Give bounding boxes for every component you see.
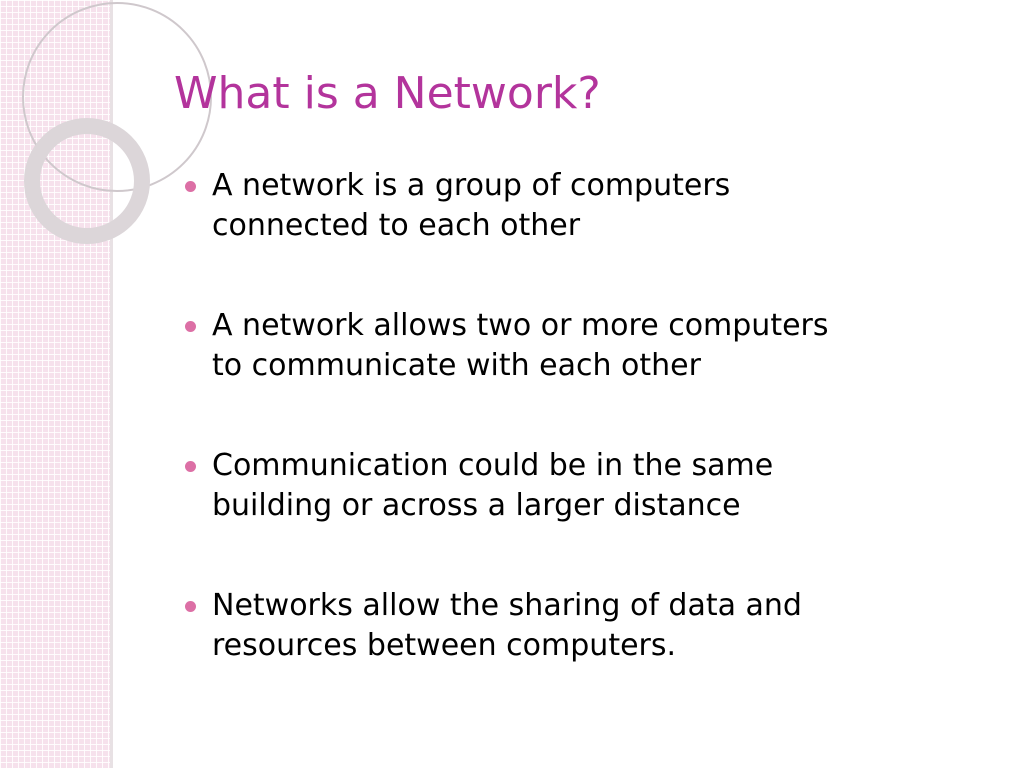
bullet-item: Networks allow the sharing of data and r…: [185, 586, 1002, 666]
side-panel-divider: [110, 0, 113, 768]
bullet-item: A network is a group of computers connec…: [185, 166, 1002, 246]
bullet-text-line1: Communication could be in the same: [212, 448, 774, 483]
bullet-text-line1: Networks allow the sharing of data and: [212, 588, 802, 623]
bullet-text-line2: connected to each other: [212, 208, 581, 243]
bullet-item: Communication could be in the same build…: [185, 446, 1002, 526]
bullet-text-line2: building or across a larger distance: [212, 488, 741, 523]
bullet-text-line2: resources between computers.: [212, 628, 677, 663]
bullet-list: A network is a group of computers connec…: [185, 166, 1002, 726]
bullet-marker-icon: [185, 461, 196, 472]
bullet-marker-icon: [185, 601, 196, 612]
bullet-marker-icon: [185, 321, 196, 332]
decorative-ring-small: [24, 118, 150, 244]
bullet-text-line2: to communicate with each other: [212, 348, 701, 383]
slide-title: What is a Network?: [174, 68, 601, 119]
bullet-marker-icon: [185, 181, 196, 192]
bullet-item: A network allows two or more computers t…: [185, 306, 1002, 386]
bullet-text-line1: A network allows two or more computers: [212, 308, 829, 343]
bullet-text-line1: A network is a group of computers: [212, 168, 731, 203]
